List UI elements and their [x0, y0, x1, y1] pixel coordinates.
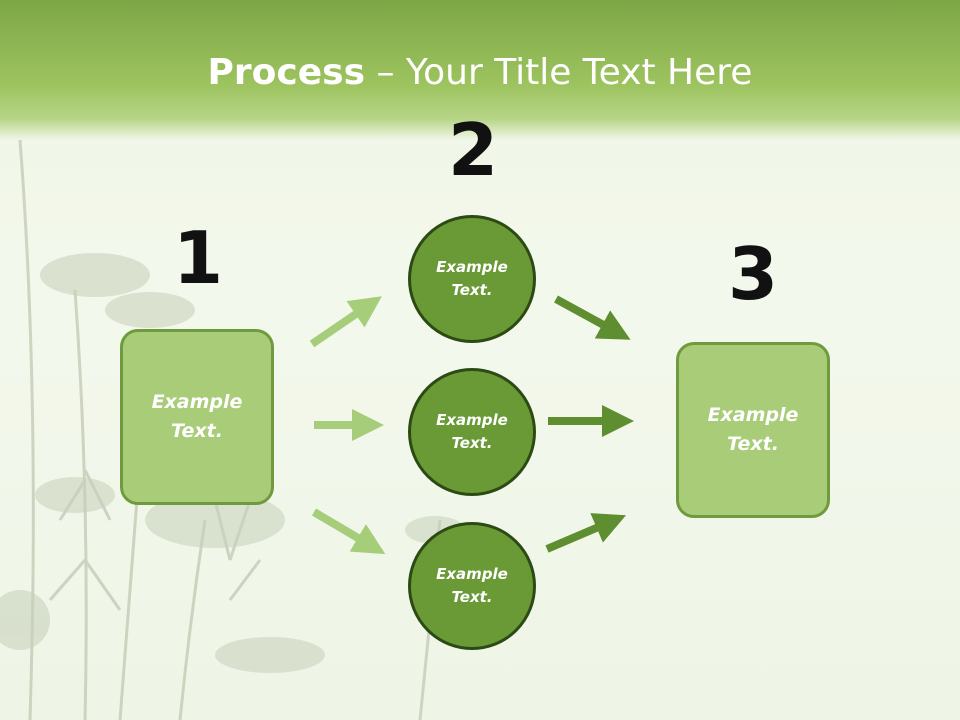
process-circle-bottom: Example Text.: [408, 522, 536, 650]
arrow-input-to-bottom: [311, 508, 386, 555]
title-bold-word: Process: [207, 52, 366, 93]
circle-text-top: Example Text.: [436, 258, 508, 299]
output-box: Example Text.: [676, 342, 830, 518]
input-box: Example Text.: [120, 329, 274, 505]
circle-text-middle: Example Text.: [436, 411, 508, 452]
title-rest: – Your Title Text Here: [365, 52, 753, 93]
arrow-top-to-output: [554, 295, 631, 340]
circle-text-bottom: Example Text.: [436, 565, 508, 606]
arrow-bottom-to-output: [545, 513, 627, 553]
step-number-2: 2: [447, 108, 499, 192]
title-band: [0, 0, 960, 140]
process-circle-middle: Example Text.: [408, 368, 536, 496]
output-box-text: Example Text.: [707, 404, 799, 455]
slide-title: Process – Your Title Text Here: [0, 52, 960, 93]
step-number-1: 1: [172, 216, 224, 300]
arrow-input-to-top: [309, 296, 382, 348]
step-number-3: 3: [727, 232, 779, 316]
input-box-text: Example Text.: [151, 391, 243, 442]
process-circle-top: Example Text.: [408, 215, 536, 343]
